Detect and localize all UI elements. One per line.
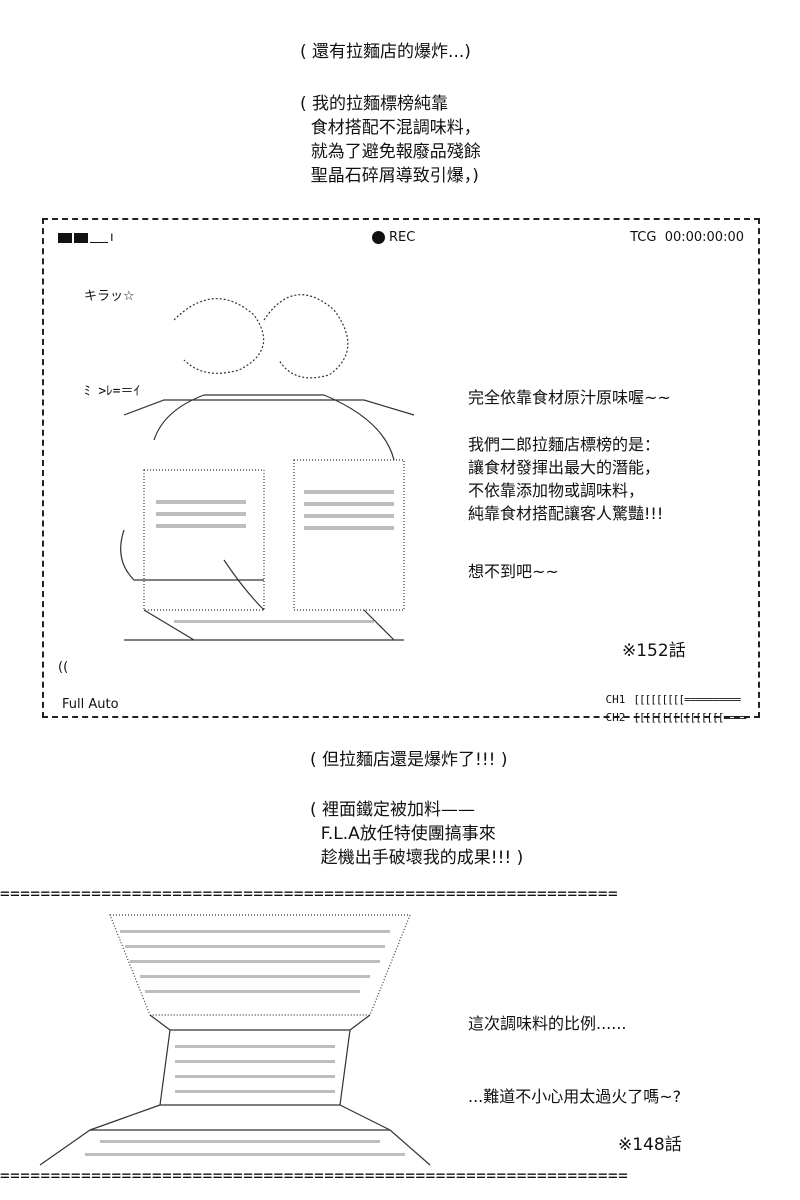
art-text: ﾐ >ﾚ=＝ｲ [84, 384, 140, 399]
speech-line-3: 想不到吧~~ [468, 562, 559, 581]
battery-icon: ı [58, 230, 114, 245]
episode-ref-148: ※148話 [618, 1135, 682, 1155]
timecode: TCG 00:00:00:00 [630, 230, 744, 245]
rec-label: REC [389, 230, 416, 245]
narration-block-4: ( 裡面鐵定被加料—— F.L.A放任特使團搞事來 趁機出手破壞我的成果!!! … [310, 800, 524, 868]
speech-line-1: 完全依靠食材原汁原味喔~~ [468, 388, 671, 407]
channel-1-meter: CH1[[[[[[[[[========== [605, 693, 742, 706]
channel-2-meter: CH2[[[[[[[[[[[[[[[[==== [605, 711, 747, 724]
ascii-art-bowl [39, 914, 431, 1166]
camera-mode: Full Auto [62, 697, 119, 712]
panel2-line-2: ...難道不小心用太過火了嗎~? [468, 1087, 682, 1106]
ascii-art-character: キラッ☆ ﾐ >ﾚ=＝ｲ [84, 289, 415, 641]
episode-ref-152: ※152話 [622, 641, 686, 661]
camera-viewfinder-frame: ı REC TCG 00:00:00:00 [42, 218, 760, 724]
narration-line-3: ( 但拉麵店還是爆炸了!!! ) [310, 750, 508, 770]
divider-top: ========================================… [0, 888, 619, 902]
rec-indicator: REC [372, 230, 415, 245]
speech-line-2: 我們二郎拉麵店標榜的是： 讓食材發揮出最大的潛能， 不依靠添加物或調味料， 純靠… [468, 435, 664, 523]
paren-mark: (( [58, 660, 69, 675]
sfx-text: キラッ☆ [84, 289, 135, 304]
battery-suffix: ı [110, 230, 114, 245]
panel2-line-1: 這次調味料的比例...... [468, 1014, 627, 1033]
divider-bottom: ========================================… [0, 1170, 629, 1184]
narration-block-2: ( 我的拉麵標榜純靠 食材搭配不混調味料， 就為了避免報廢品殘餘 聖晶石碎屑導致… [300, 94, 481, 186]
narration-line-1: ( 還有拉麵店的爆炸...) [300, 42, 471, 62]
record-dot-icon [372, 231, 385, 244]
